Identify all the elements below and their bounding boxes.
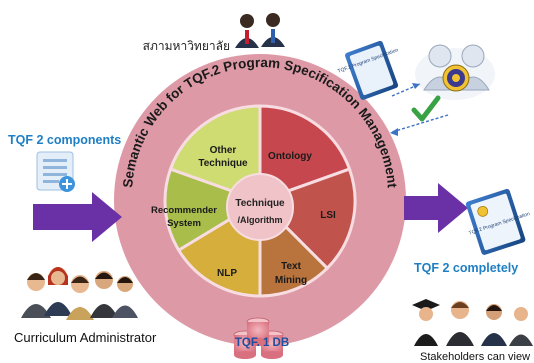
segment-label-nlp: NLP bbox=[217, 268, 237, 279]
segment-label-recommender-1: Recommender bbox=[151, 205, 217, 216]
segment-label-ontology: Ontology bbox=[268, 151, 312, 162]
output-arrow bbox=[404, 183, 468, 233]
segment-label-text-mining-1: Text bbox=[281, 261, 301, 272]
stakeholders-icon bbox=[412, 299, 533, 346]
spec-book-icon-right: TQF.2 Program Specification bbox=[465, 188, 531, 255]
segment-ontology bbox=[258, 104, 352, 204]
council-label: สภามหาวิทยาลัย bbox=[143, 39, 230, 53]
segment-label-other-1: Other bbox=[210, 145, 237, 156]
db-label: TQF. 1 DB bbox=[235, 337, 289, 349]
output-label: TQF 2 completely bbox=[414, 261, 518, 275]
approve-check-icon bbox=[411, 95, 441, 122]
input-arrow bbox=[33, 192, 122, 242]
council-icon bbox=[235, 13, 285, 48]
spec-book-icon-top: TQF.2 Program Specification bbox=[337, 40, 399, 100]
tqf1-database-icon bbox=[233, 317, 284, 359]
segment-recommender bbox=[163, 167, 264, 253]
segment-label-text-mining-2: Mining bbox=[275, 275, 307, 286]
admin-label: Curriculum Administrator bbox=[14, 330, 157, 345]
hub-circle bbox=[226, 173, 294, 241]
stakeholder-label: Stakeholders can view bbox=[420, 351, 530, 363]
reviewers-icon bbox=[415, 44, 495, 100]
document-add-icon bbox=[36, 151, 75, 192]
segment-label-recommender-2: System bbox=[167, 218, 201, 229]
hub-line2: /Algorithm bbox=[238, 215, 283, 225]
segment-label-other-2: Technique bbox=[198, 158, 248, 169]
curriculum-admin-icon bbox=[21, 267, 138, 320]
segment-label-lsi: LSI bbox=[320, 210, 336, 221]
input-label: TQF 2 components bbox=[8, 133, 121, 147]
hub-line1: Technique bbox=[235, 198, 285, 209]
segment-other-technique bbox=[168, 104, 262, 204]
review-flow-arrows bbox=[390, 83, 449, 136]
